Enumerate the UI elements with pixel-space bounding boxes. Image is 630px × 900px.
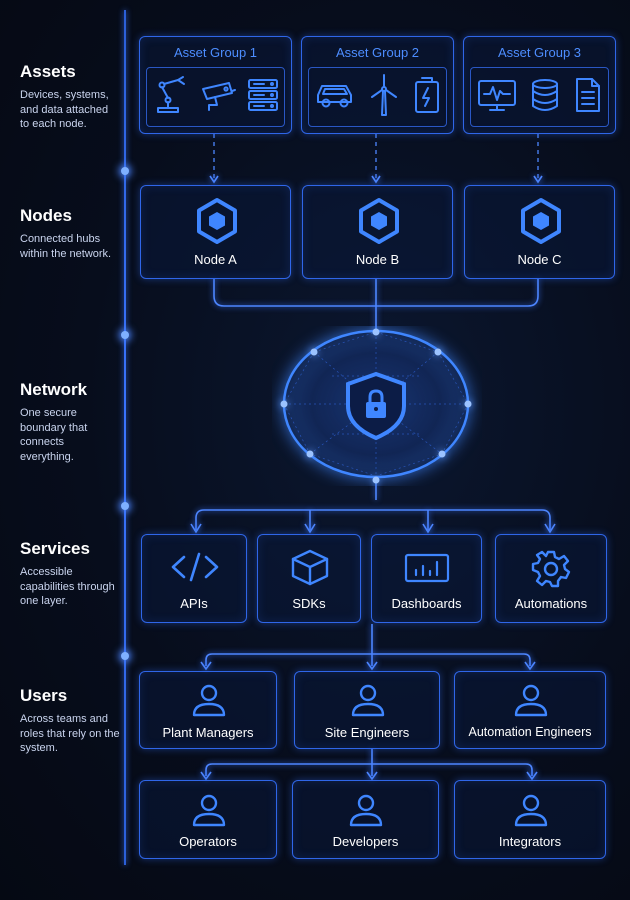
asset-group-title: Asset Group 1 <box>173 45 258 60</box>
service-label: Automations <box>514 596 588 611</box>
user-icon <box>512 682 550 718</box>
user-automation-engineers[interactable]: Automation Engineers <box>454 671 606 749</box>
service-dashboards[interactable]: Dashboards <box>371 534 482 623</box>
user-label: Plant Managers <box>162 725 254 740</box>
service-sdks[interactable]: SDKs <box>257 534 361 623</box>
service-apis[interactable]: APIs <box>141 534 247 623</box>
network-sphere[interactable] <box>272 326 482 486</box>
section-users: Users Across teams and roles that rely o… <box>20 686 120 756</box>
user-icon <box>349 682 387 718</box>
rail-dot <box>121 167 129 175</box>
database-icon <box>528 75 562 120</box>
service-automations[interactable]: Automations <box>495 534 607 623</box>
server-rack-icon <box>246 75 280 120</box>
section-title: Assets <box>20 62 76 81</box>
section-title: Network <box>20 380 88 399</box>
hexagon-icon <box>354 196 404 246</box>
section-description: Across teams and roles that rely on the … <box>20 713 120 754</box>
user-label: Automation Engineers <box>468 725 592 739</box>
hexagon-icon <box>192 196 242 246</box>
node-label: Node B <box>355 252 400 267</box>
section-assets: Assets Devices, systems, and data attach… <box>20 62 120 132</box>
wind-turbine-icon <box>365 73 403 122</box>
asset-icons-panel <box>146 67 285 127</box>
asset-group-title: Asset Group 3 <box>497 45 582 60</box>
section-services: Services Accessible capabilities through… <box>20 539 120 609</box>
service-label: Dashboards <box>391 596 462 611</box>
hexagon-icon <box>516 196 566 246</box>
asset-group-2[interactable]: Asset Group 2 <box>301 36 454 134</box>
dashboard-icon <box>404 553 450 583</box>
section-description: Accessible capabilities through one laye… <box>20 566 115 607</box>
service-label: SDKs <box>292 596 326 611</box>
shield-lock-icon <box>346 371 406 441</box>
section-nodes: Nodes Connected hubs within the network. <box>20 206 120 261</box>
monitor-pulse-icon <box>476 75 518 120</box>
user-label: Site Engineers <box>324 725 410 740</box>
section-title: Services <box>20 539 90 558</box>
asset-icons-panel <box>308 67 447 127</box>
section-network: Network One secure boundary that connect… <box>20 380 120 464</box>
user-integrators[interactable]: Integrators <box>454 780 606 859</box>
car-icon <box>314 75 356 120</box>
document-icon <box>573 75 603 120</box>
asset-icons-panel <box>470 67 609 127</box>
user-label: Integrators <box>498 834 562 849</box>
gear-icon <box>531 549 571 589</box>
user-icon <box>512 792 550 828</box>
section-description: Connected hubs within the network. <box>20 233 112 260</box>
user-operators[interactable]: Operators <box>139 780 277 859</box>
cube-icon <box>289 547 331 587</box>
timeline-rail <box>124 10 126 865</box>
section-description: One secure boundary that connects everyt… <box>20 407 88 463</box>
node-label: Node A <box>194 252 237 267</box>
asset-group-3[interactable]: Asset Group 3 <box>463 36 616 134</box>
battery-icon <box>412 75 442 120</box>
section-title: Nodes <box>20 206 72 225</box>
user-label: Operators <box>179 834 237 849</box>
node-b[interactable]: Node B <box>302 185 453 279</box>
asset-group-title: Asset Group 2 <box>335 45 420 60</box>
section-description: Devices, systems, and data attached to e… <box>20 89 109 130</box>
user-icon <box>190 792 228 828</box>
user-icon <box>347 792 385 828</box>
section-title: Users <box>20 686 68 705</box>
user-label: Developers <box>332 834 399 849</box>
rail-dot <box>121 652 129 660</box>
robot-arm-icon <box>152 75 190 120</box>
node-a[interactable]: Node A <box>140 185 291 279</box>
user-site-engineers[interactable]: Site Engineers <box>294 671 440 749</box>
node-c[interactable]: Node C <box>464 185 615 279</box>
rail-dot <box>121 502 129 510</box>
user-developers[interactable]: Developers <box>292 780 439 859</box>
code-icon <box>169 549 221 585</box>
node-label: Node C <box>517 252 562 267</box>
security-camera-icon <box>199 75 237 120</box>
user-plant-managers[interactable]: Plant Managers <box>139 671 277 749</box>
user-icon <box>190 682 228 718</box>
service-label: APIs <box>180 596 208 611</box>
asset-group-1[interactable]: Asset Group 1 <box>139 36 292 134</box>
rail-dot <box>121 331 129 339</box>
